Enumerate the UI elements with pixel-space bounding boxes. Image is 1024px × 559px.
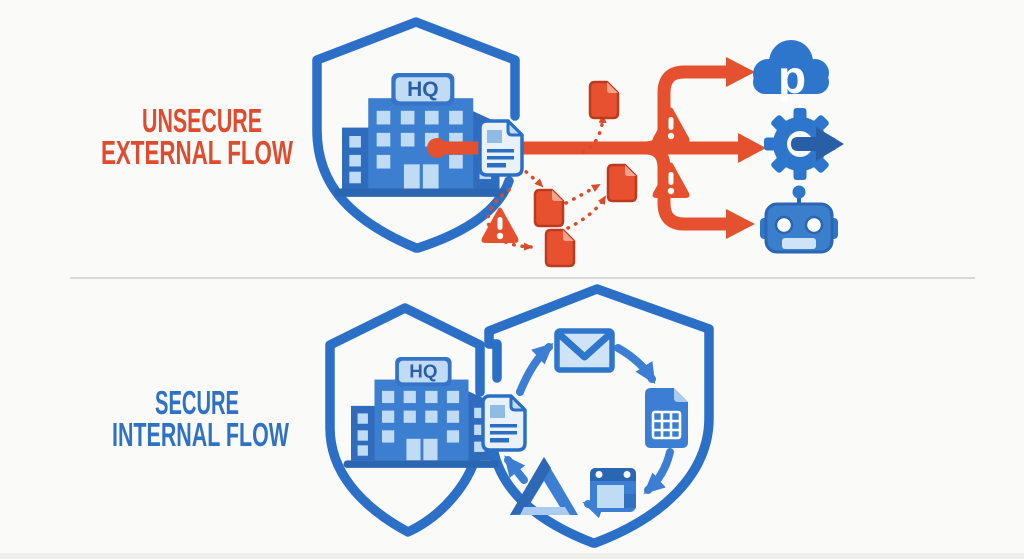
leaked-file-icon [544,228,576,268]
leaked-file-icon [606,163,638,203]
document-icon-internal [481,394,527,452]
secure-cycle-arrows [504,342,674,519]
drive-icon [510,457,578,515]
unsecure-external-flow-panel: UNSECURE EXTERNAL FLOW HQ [101,17,844,268]
calendar-icon [590,468,636,512]
secure-label-line1: SECURE [155,384,239,421]
hq-sign-label: HQ [407,78,439,101]
arrowhead-bottom [726,209,755,239]
gear-arrow-icon [764,108,844,180]
cloud-letter: p [778,51,806,103]
spreadsheet-icon [645,388,688,448]
leaked-file-icon [533,188,565,228]
secure-internal-flow-panel: SECURE INTERNAL FLOW HQ [112,284,714,548]
document-icon-external [478,119,524,177]
hq-building-internal: HQ [343,357,500,468]
unsecure-label-line1: UNSECURE [142,102,262,139]
mail-icon [554,328,615,373]
secure-label-line2: INTERNAL FLOW [112,416,290,453]
bottom-edge-shade [0,553,1024,559]
leaked-file-icon [588,80,620,120]
arrowhead-middle [738,133,766,163]
arrowhead-top [726,57,755,87]
robot-icon [760,185,838,254]
hq-sign-label: HQ [409,361,437,382]
cloud-icon: p [753,40,829,103]
hq-building-external: HQ [333,73,508,197]
gear-through-arrow [791,127,844,161]
unsecure-label-line2: EXTERNAL FLOW [101,134,294,171]
